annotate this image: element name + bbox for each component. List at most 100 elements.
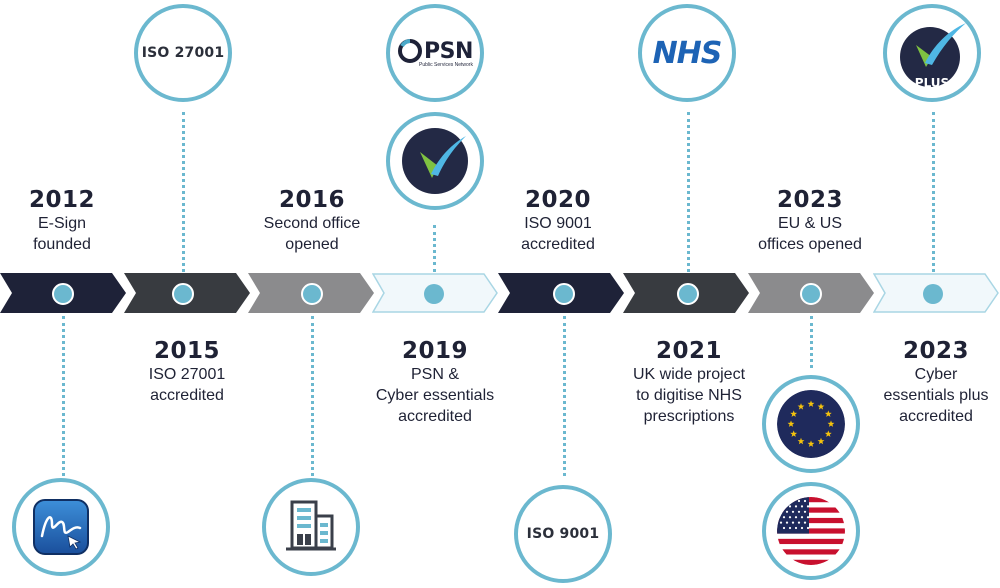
milestone-year: 2023: [776, 187, 843, 213]
psn-subtitle: Public Services Network: [419, 62, 473, 68]
iso-9001-badge: ISO 9001: [514, 485, 612, 583]
us-stripe: [777, 497, 845, 503]
us-star-icon: [785, 510, 789, 513]
psn-logo: PSN Public Services Network: [386, 4, 484, 102]
us-star-icon: [782, 516, 786, 519]
connector-2019: [433, 225, 436, 272]
eu-flag-icon: [762, 375, 860, 473]
us-star-icon: [782, 505, 786, 508]
nhs-text: NHS: [652, 35, 723, 71]
us-stripe: [777, 554, 845, 561]
us-star-icon: [797, 499, 801, 503]
milestone-2023-plus: 2023 Cyber essentials plus accredited: [872, 339, 1000, 427]
us-stripe: [777, 512, 845, 519]
dot-2023-plus: [923, 284, 943, 304]
cyber-essentials-icon: [386, 112, 484, 210]
milestone-year: 2021: [655, 338, 722, 364]
eu-star-icon: [817, 403, 825, 410]
us-flag: [777, 497, 845, 565]
milestone-desc: ISO 27001 accredited: [148, 366, 226, 404]
eu-star-icon: [787, 420, 795, 427]
us-star-icon: [785, 521, 789, 524]
milestone-desc: Second office opened: [263, 215, 361, 253]
iso-27001-badge: ISO 27001: [134, 4, 232, 102]
us-star-icon: [788, 516, 792, 519]
office-building-icon: [262, 478, 360, 576]
plus-label: PLUS: [914, 76, 950, 90]
badge-label: ISO 9001: [526, 526, 600, 542]
us-star-icon: [794, 516, 798, 519]
dot-2023-offices: [800, 283, 822, 305]
us-stripe: [777, 502, 845, 508]
milestone-year: 2012: [28, 187, 95, 213]
eu-star-icon: [817, 437, 825, 445]
dot-2020: [553, 283, 575, 305]
us-star-icon: [794, 505, 798, 508]
eu-star-icon: [827, 420, 835, 427]
us-canton: [777, 497, 809, 534]
connector-2020: [563, 316, 566, 476]
eu-flag: [777, 390, 845, 458]
connector-2023-plus: [932, 112, 935, 272]
us-star-icon: [779, 510, 783, 513]
milestone-desc: UK wide project to digitise NHS prescrip…: [632, 366, 746, 425]
milestone-year: 2016: [278, 187, 345, 213]
badge-label: ISO 27001: [141, 45, 225, 61]
milestone-2020: 2020 ISO 9001 accredited: [493, 188, 623, 255]
milestone-desc: EU & US offices opened: [758, 215, 862, 253]
dot-2019: [424, 284, 444, 304]
us-star-icon: [797, 521, 801, 524]
us-star-icon: [788, 505, 792, 508]
psn-mark: PSN: [397, 38, 473, 64]
eu-star-icon: [797, 437, 805, 445]
us-star-icon: [794, 526, 798, 530]
us-star-icon: [806, 516, 810, 519]
eu-star-icon: [807, 400, 815, 407]
eu-star-icon: [824, 430, 832, 437]
us-stripe: [777, 549, 845, 555]
connector-2015: [182, 112, 185, 272]
us-stripe: [777, 544, 845, 550]
milestone-2016: 2016 Second office opened: [242, 188, 382, 255]
milestone-year: 2020: [524, 187, 591, 213]
us-star-icon: [779, 499, 783, 503]
us-star-icon: [779, 521, 783, 524]
us-stripe: [777, 517, 845, 524]
connector-2016: [311, 316, 314, 476]
milestone-year: 2019: [401, 338, 468, 364]
us-stripe: [777, 528, 845, 534]
milestone-desc: Cyber essentials plus accredited: [883, 366, 989, 425]
connector-2023-offices: [810, 316, 813, 368]
psn-text: PSN: [424, 38, 473, 64]
us-star-icon: [803, 499, 807, 503]
us-star-icon: [800, 505, 804, 508]
milestone-desc: ISO 9001 accredited: [521, 215, 595, 253]
connector-2012: [62, 316, 65, 476]
us-stripe: [777, 533, 845, 540]
eu-star-icon: [790, 430, 798, 437]
cyber-essentials-plus-shield-icon: [900, 23, 966, 87]
milestone-2021: 2021 UK wide project to digitise NHS pre…: [618, 339, 760, 427]
eu-star-icon: [797, 403, 805, 410]
us-stripe: [777, 559, 845, 565]
connector-2021: [687, 112, 690, 272]
eu-star-icon: [824, 410, 832, 417]
us-star-icon: [791, 510, 795, 513]
nhs-logo: NHS: [638, 4, 736, 102]
psn-ring-icon: [398, 39, 423, 63]
milestone-2019: 2019 PSN & Cyber essentials accredited: [364, 339, 506, 427]
milestone-desc: E-Sign founded: [33, 215, 91, 253]
esign-logo-icon: [12, 478, 110, 576]
milestone-2023-offices: 2023 EU & US offices opened: [740, 188, 880, 255]
us-star-icon: [803, 521, 807, 524]
esign-app-icon: [33, 499, 89, 555]
us-stripe: [777, 507, 845, 513]
building-icon: [286, 500, 336, 551]
eu-star-icon: [790, 410, 798, 417]
us-star-icon: [782, 526, 786, 530]
milestone-2012: 2012 E-Sign founded: [0, 188, 124, 255]
us-flag-icon: [762, 482, 860, 580]
us-star-icon: [791, 521, 795, 524]
cyber-essentials-plus-icon: PLUS: [883, 4, 981, 102]
